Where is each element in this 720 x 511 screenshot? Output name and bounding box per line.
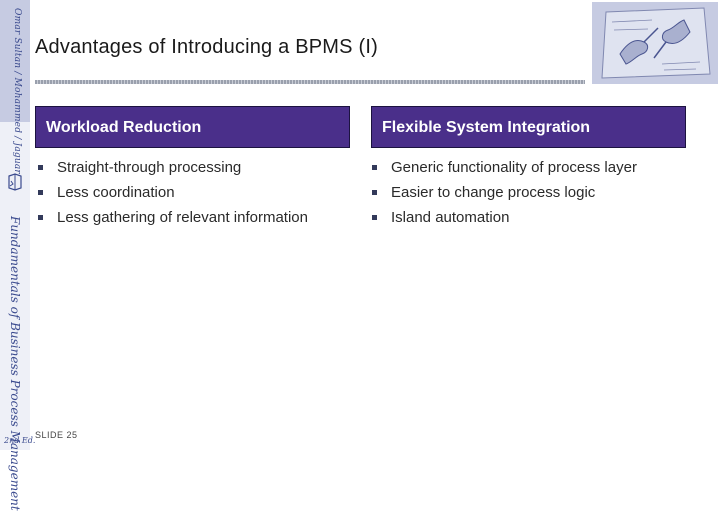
list-item: Straight-through processing	[37, 155, 308, 180]
list-item-text: Easier to change process logic	[391, 183, 596, 201]
list-item: Less coordination	[37, 180, 308, 205]
book-hand-icon	[8, 173, 22, 191]
list-item: Easier to change process logic	[371, 180, 637, 205]
list-item-text: Straight-through processing	[57, 158, 242, 176]
list-item-text: Generic functionality of process layer	[391, 158, 637, 176]
flexible-integration-list: Generic functionality of process layer E…	[371, 155, 637, 230]
drawing-hands-illustration	[592, 2, 718, 84]
flexible-integration-heading: Flexible System Integration	[371, 106, 686, 148]
title-divider	[35, 80, 585, 84]
square-bullet-icon	[372, 165, 377, 170]
drawing-hands-icon	[592, 2, 718, 84]
list-item-text: Less gathering of relevant information	[57, 208, 308, 226]
list-item: Generic functionality of process layer	[371, 155, 637, 180]
square-bullet-icon	[38, 190, 43, 195]
sidebar-edition: 2nd Ed.	[4, 436, 36, 445]
sidebar-top-label: Omar Sultan / Mohammed / Jaguar	[12, 8, 22, 174]
slide-title: Advantages of Introducing a BPMS (I)	[35, 36, 378, 58]
square-bullet-icon	[372, 215, 377, 220]
workload-reduction-heading: Workload Reduction	[35, 106, 350, 148]
square-bullet-icon	[38, 215, 43, 220]
workload-reduction-list: Straight-through processing Less coordin…	[37, 155, 308, 230]
slide-number: SLIDE 25	[35, 430, 78, 440]
sidebar-book-title: Fundamentals of Business Process Managem…	[8, 216, 22, 511]
list-item-text: Island automation	[391, 208, 510, 226]
list-item: Less gathering of relevant information	[37, 205, 308, 230]
list-item: Island automation	[371, 205, 637, 230]
square-bullet-icon	[38, 165, 43, 170]
square-bullet-icon	[372, 190, 377, 195]
sidebar-header-block	[0, 0, 30, 122]
list-item-text: Less coordination	[57, 183, 175, 201]
